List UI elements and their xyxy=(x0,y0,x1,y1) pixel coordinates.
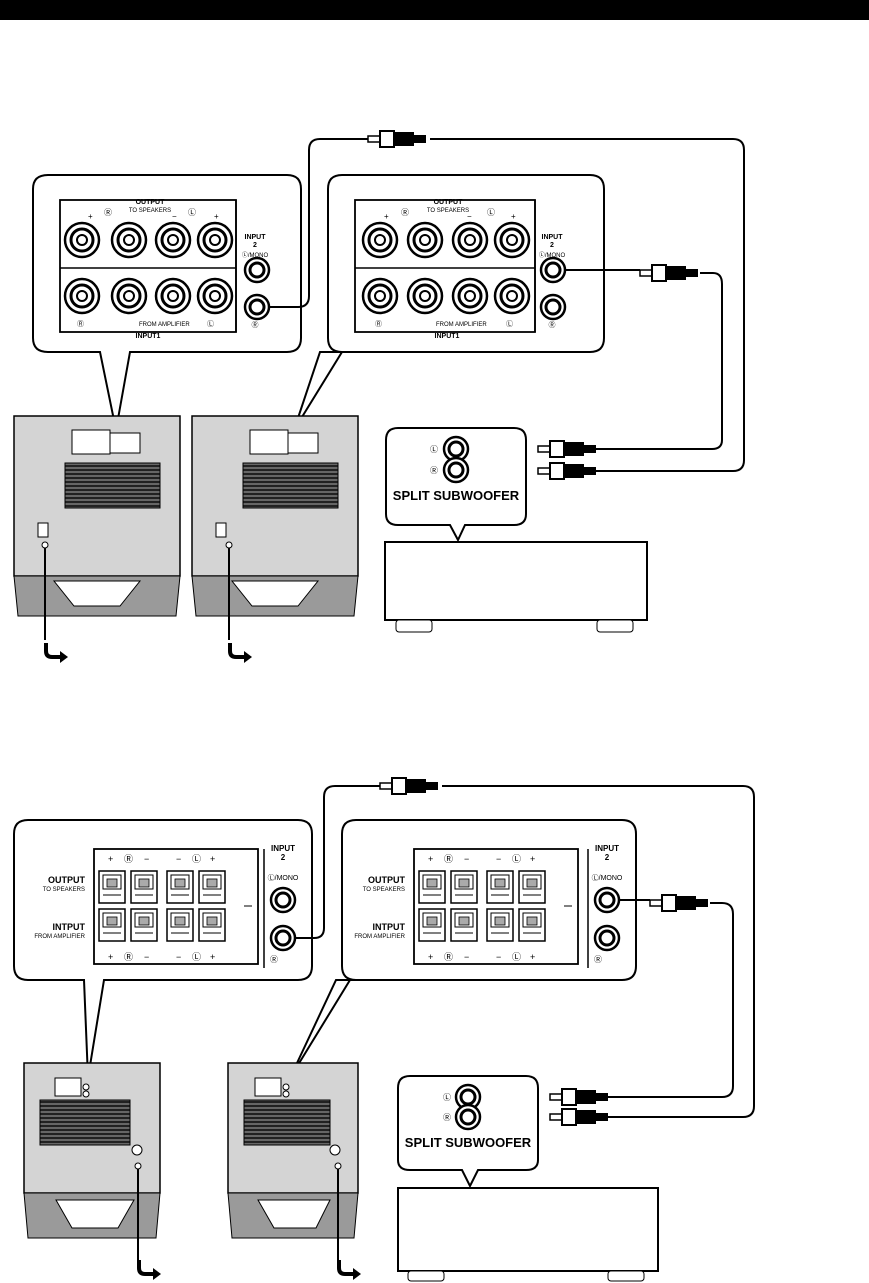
callout-panel-a2 xyxy=(293,174,605,431)
l-label: Ⓛ xyxy=(192,952,201,962)
callout-panel-b1 xyxy=(13,819,313,1079)
r-label: Ⓡ xyxy=(401,208,409,217)
cables-a xyxy=(269,138,745,472)
plus-label: + xyxy=(428,952,433,962)
plus-label: + xyxy=(530,952,535,962)
rca-plug xyxy=(639,264,699,282)
from-amplifier-label: FROM AMPLIFIER xyxy=(354,934,405,940)
from-amplifier-label: FROM AMPLIFIER xyxy=(139,322,190,328)
minus-label: − xyxy=(464,854,469,864)
l-mono-label: Ⓛ/MONO xyxy=(268,874,299,882)
l-label: Ⓛ xyxy=(192,854,201,864)
input2-label: INPUT xyxy=(271,844,295,853)
plus-label: + xyxy=(108,952,113,962)
output-label: OUTPUT xyxy=(434,199,464,206)
l-label: Ⓛ xyxy=(512,854,521,864)
minus-label: − xyxy=(172,212,177,221)
r-label: Ⓡ xyxy=(443,1113,451,1122)
input2-label: INPUT xyxy=(595,844,619,853)
plus-label: + xyxy=(214,212,219,221)
split-subwoofer-label: SPLIT SUBWOOFER xyxy=(405,1135,532,1150)
input2-label: INPUT xyxy=(542,234,564,241)
input2-number: 2 xyxy=(605,853,610,862)
plus-label: + xyxy=(384,212,389,221)
r-label: Ⓡ xyxy=(430,466,438,475)
l-label: Ⓛ xyxy=(506,320,513,328)
to-speakers-label: TO SPEAKERS xyxy=(43,887,85,893)
callout-panel-b2 xyxy=(289,819,637,1079)
amplifier-a xyxy=(384,427,648,633)
output-label: OUTPUT xyxy=(48,875,86,885)
l-mono-label: Ⓛ/MONO xyxy=(539,251,566,259)
output-label: OUTPUT xyxy=(368,875,406,885)
r-label: Ⓡ xyxy=(124,952,133,962)
subwoofer-unit-a2 xyxy=(191,415,359,665)
rca-plug xyxy=(549,1088,609,1106)
r-label: Ⓡ xyxy=(594,955,602,964)
plus-label: + xyxy=(511,212,516,221)
from-amplifier-label: FROM AMPLIFIER xyxy=(436,322,487,328)
plus-label: + xyxy=(108,854,113,864)
r-label: Ⓡ xyxy=(444,854,453,864)
from-amplifier-label: FROM AMPLIFIER xyxy=(34,934,85,940)
r-label: Ⓡ xyxy=(270,955,278,964)
subwoofer-unit-b2 xyxy=(227,1062,363,1282)
r-label: Ⓡ xyxy=(549,321,556,329)
intput-label: INTPUT xyxy=(53,922,86,932)
header-bar xyxy=(0,0,869,20)
minus-label: − xyxy=(176,854,181,864)
r-label: Ⓡ xyxy=(375,320,382,328)
callout-panel-a1 xyxy=(32,174,302,431)
rca-plug xyxy=(379,777,439,795)
minus-label: − xyxy=(496,854,501,864)
l-label: Ⓛ xyxy=(487,208,495,217)
l-label: Ⓛ xyxy=(443,1093,451,1102)
minus-label: − xyxy=(144,854,149,864)
plus-label: + xyxy=(428,854,433,864)
rca-plug xyxy=(549,1108,609,1126)
rca-plug xyxy=(537,440,597,458)
subwoofer-unit-b1 xyxy=(23,1062,163,1282)
split-subwoofer-label: SPLIT SUBWOOFER xyxy=(393,488,520,503)
plus-label: + xyxy=(210,854,215,864)
input1-label: INPUT1 xyxy=(435,333,460,340)
rca-plug xyxy=(537,462,597,480)
minus-label: − xyxy=(467,212,472,221)
input2-number: 2 xyxy=(253,242,257,249)
rca-plug xyxy=(367,130,427,148)
minus-label: − xyxy=(496,952,501,962)
r-label: Ⓡ xyxy=(104,208,112,217)
cables-b xyxy=(295,785,755,1118)
amplifier-b xyxy=(397,1075,659,1282)
minus-label: − xyxy=(176,952,181,962)
output-label: OUTPUT xyxy=(136,199,166,206)
plus-label: + xyxy=(88,212,93,221)
l-label: Ⓛ xyxy=(188,208,196,217)
r-label: Ⓡ xyxy=(252,321,259,329)
l-mono-label: Ⓛ/MONO xyxy=(592,874,623,882)
rca-plug xyxy=(649,894,709,912)
l-label: Ⓛ xyxy=(430,445,438,454)
plus-label: + xyxy=(210,952,215,962)
r-label: Ⓡ xyxy=(444,952,453,962)
to-speakers-label: TO SPEAKERS xyxy=(427,208,469,214)
input2-label: INPUT xyxy=(245,234,267,241)
to-speakers-label: TO SPEAKERS xyxy=(363,887,405,893)
subwoofer-unit-a1 xyxy=(13,415,181,665)
input2-number: 2 xyxy=(550,242,554,249)
input2-number: 2 xyxy=(281,853,286,862)
minus-label: − xyxy=(464,952,469,962)
l-mono-label: Ⓛ/MONO xyxy=(242,251,269,259)
l-label: Ⓛ xyxy=(512,952,521,962)
r-label: Ⓡ xyxy=(77,320,84,328)
to-speakers-label: TO SPEAKERS xyxy=(129,208,171,214)
input1-label: INPUT1 xyxy=(136,333,161,340)
intput-label: INTPUT xyxy=(373,922,406,932)
l-label: Ⓛ xyxy=(207,320,214,328)
minus-label: − xyxy=(144,952,149,962)
plus-label: + xyxy=(530,854,535,864)
r-label: Ⓡ xyxy=(124,854,133,864)
